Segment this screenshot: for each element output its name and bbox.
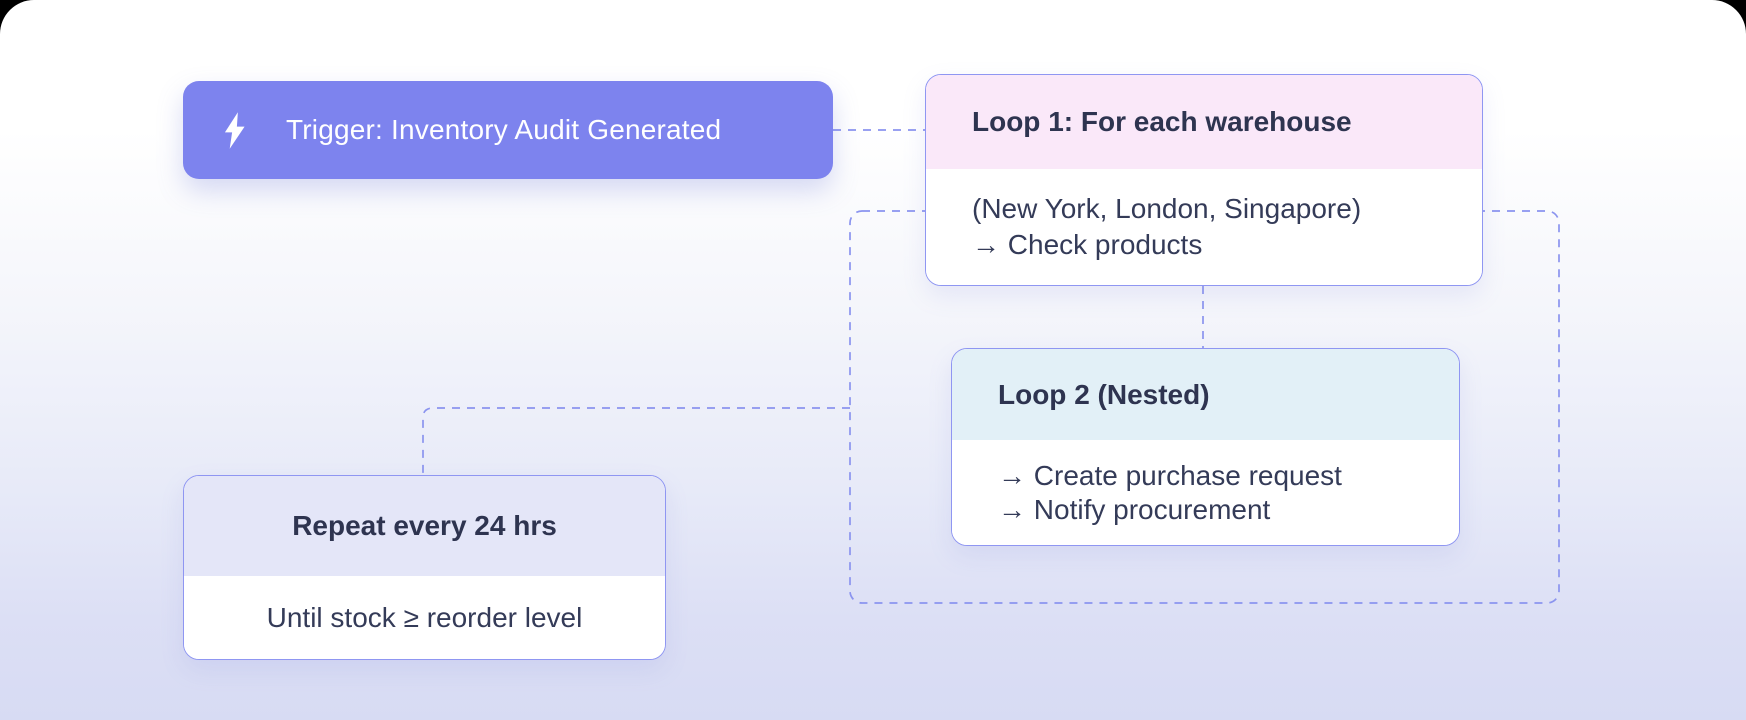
loop1-body-line: → Check products [972,229,1203,260]
loop1-body: (New York, London, Singapore) → Check pr… [926,169,1482,285]
repeat-node: Repeat every 24 hrs Until stock ≥ reorde… [183,475,666,660]
loop1-body-line: (New York, London, Singapore) [972,193,1362,224]
loop2-header-label: Loop 2 (Nested) [998,378,1210,410]
loop2-body-line: → Notify procurement [998,493,1271,525]
loop2-node: Loop 2 (Nested) → Create purchase reques… [951,348,1460,546]
connector-scope-to-repeat [422,407,850,475]
loop-scope-dashed-rect [849,210,1560,604]
repeat-header-label: Repeat every 24 hrs [292,510,557,541]
loop2-body-line: → Create purchase request [998,459,1342,491]
lightning-bolt-icon [223,111,246,149]
loop1-node: Loop 1: For each warehouse (New York, Lo… [925,74,1483,286]
repeat-body: Until stock ≥ reorder level [184,576,665,659]
loop1-header: Loop 1: For each warehouse [926,75,1482,169]
loop2-body: → Create purchase request → Notify procu… [952,440,1459,545]
repeat-header: Repeat every 24 hrs [184,476,665,576]
trigger-label: Trigger: Inventory Audit Generated [286,114,722,145]
loop2-header: Loop 2 (Nested) [952,349,1459,440]
repeat-body-line: Until stock ≥ reorder level [266,601,583,633]
trigger-node: Trigger: Inventory Audit Generated [183,81,833,179]
loop1-header-label: Loop 1: For each warehouse [972,106,1352,137]
